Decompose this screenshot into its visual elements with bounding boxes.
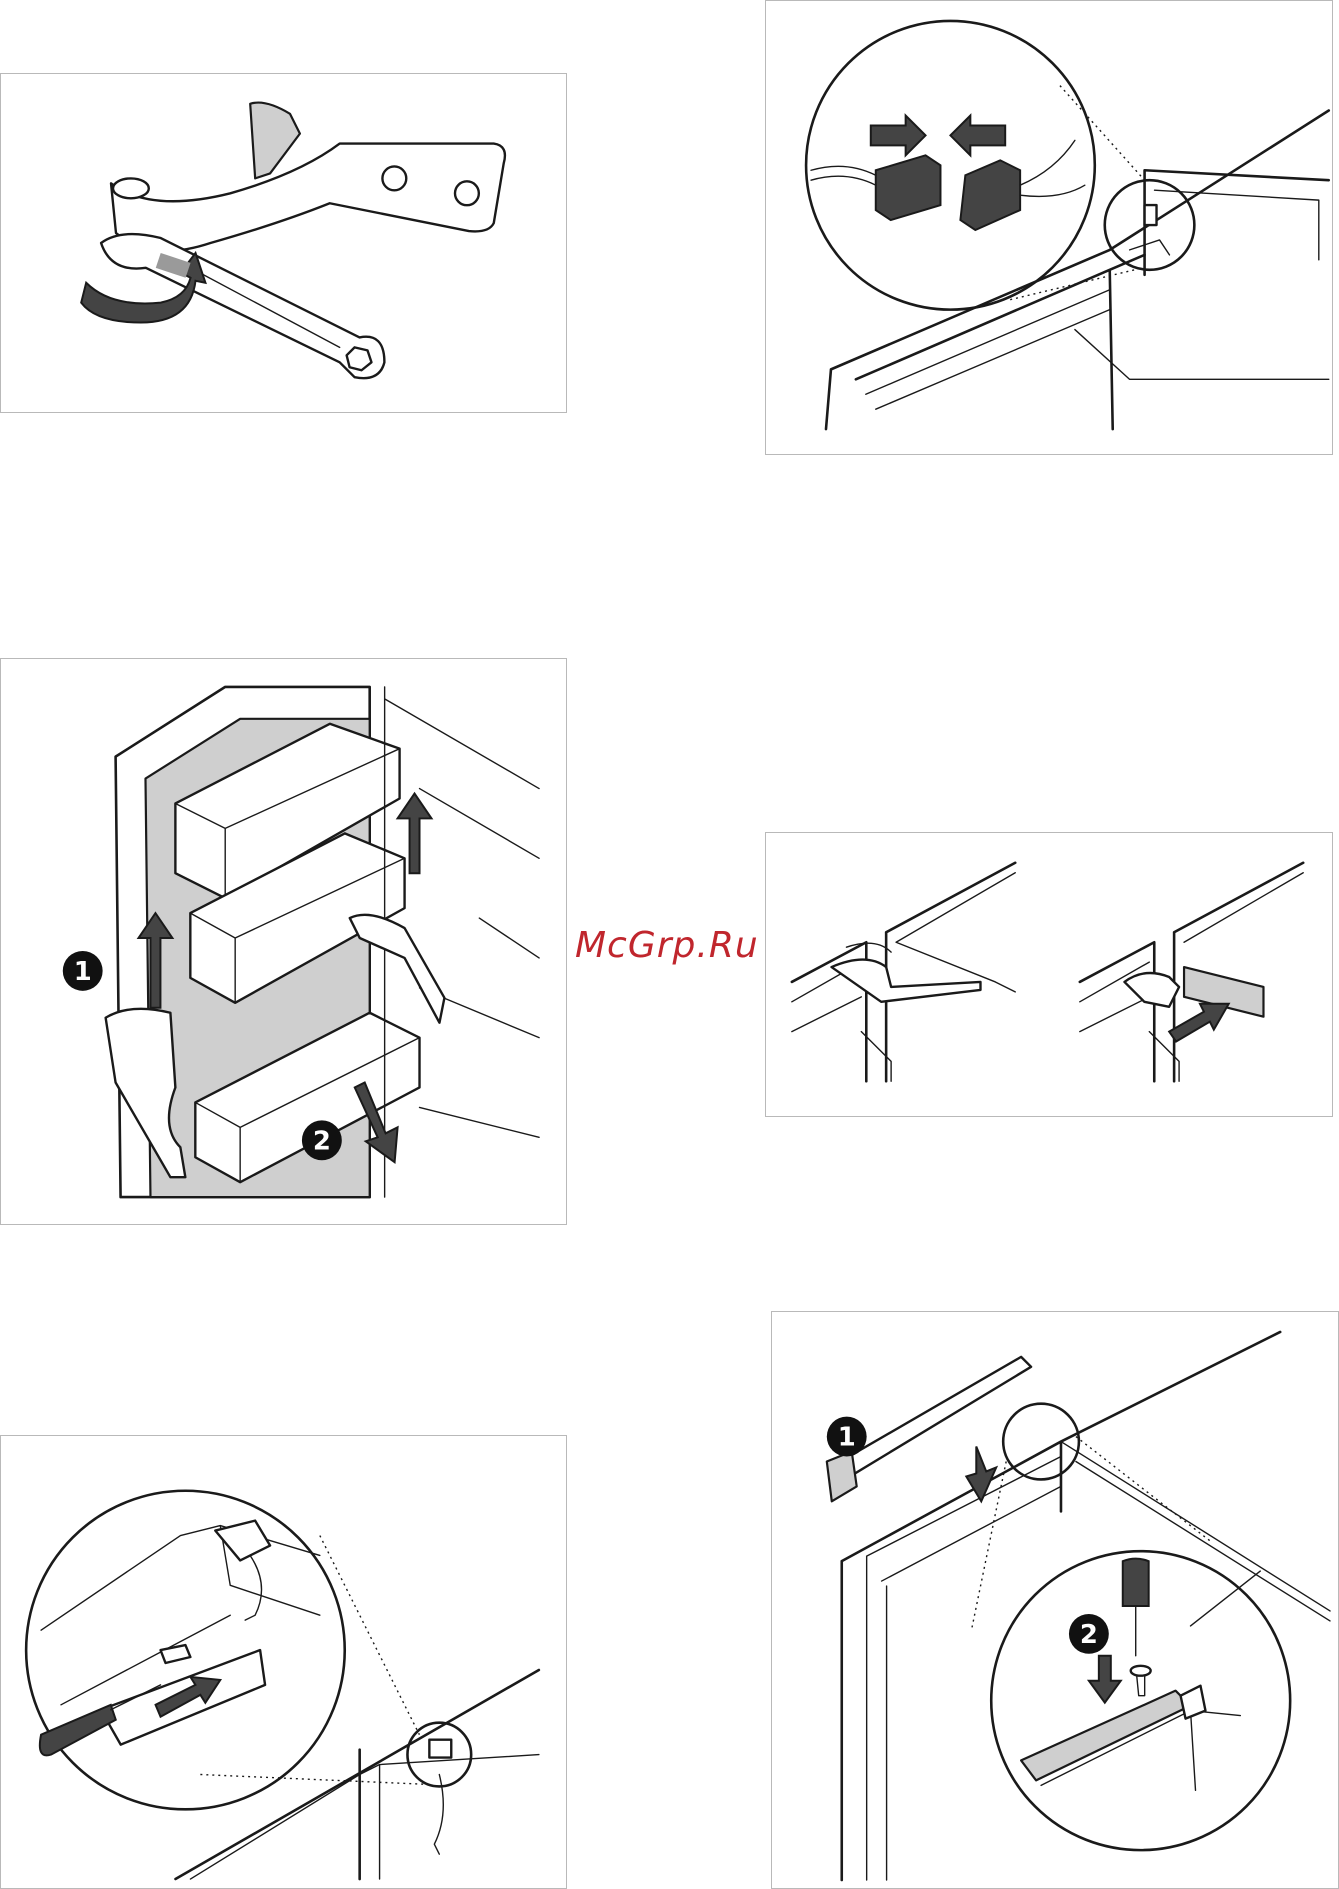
svg-text:1: 1 [74,957,92,987]
hinge-bracket-detail [1181,1686,1206,1719]
hinge-hole-1 [382,166,406,190]
fasten-arrow-icon [1089,1656,1121,1703]
push-left-arrow-icon [950,115,1005,155]
place-trim-arrow-icon [966,1447,996,1502]
svg-text:2: 2 [1080,1620,1098,1650]
illustration-hinge-wrench [0,73,567,413]
hinge-tab [250,103,300,179]
watermark: McGrp.Ru [575,925,759,966]
step-badge-1: 1 [827,1417,867,1457]
illustration-connector-plug [765,0,1333,455]
screwdriver-handle [40,1705,116,1756]
step-badge-2: 2 [1069,1614,1109,1654]
illustration-door-shelves: 1 2 [0,658,567,1225]
detail-circle-large [806,21,1095,310]
hinge-plate [111,144,505,251]
connector-right [960,160,1020,230]
screw [1131,1666,1151,1676]
screwdriver-handle [1123,1559,1149,1606]
hinge-hole-2 [455,181,479,205]
hinge-pin [113,178,149,198]
step-badge-1: 1 [63,951,103,991]
cable-clip-closed [1124,973,1179,1007]
trim-bar-detail [1021,1691,1190,1781]
trim-end-cap [827,1452,857,1502]
step-badge-2: 2 [302,1120,342,1160]
cable-clip-open [832,960,981,1002]
push-right-arrow-icon [871,115,926,155]
svg-text:2: 2 [313,1126,331,1156]
illustration-cable-clip [765,832,1333,1117]
screw [161,1645,191,1663]
illustration-top-trim: 1 2 [771,1311,1339,1889]
detail-circle-small [1003,1404,1079,1480]
insert-arrow-icon [1169,1004,1229,1042]
svg-text:1: 1 [838,1423,856,1453]
trim-bar [832,1357,1031,1482]
connector-left [876,155,941,220]
illustration-screw-hinge [0,1435,567,1889]
